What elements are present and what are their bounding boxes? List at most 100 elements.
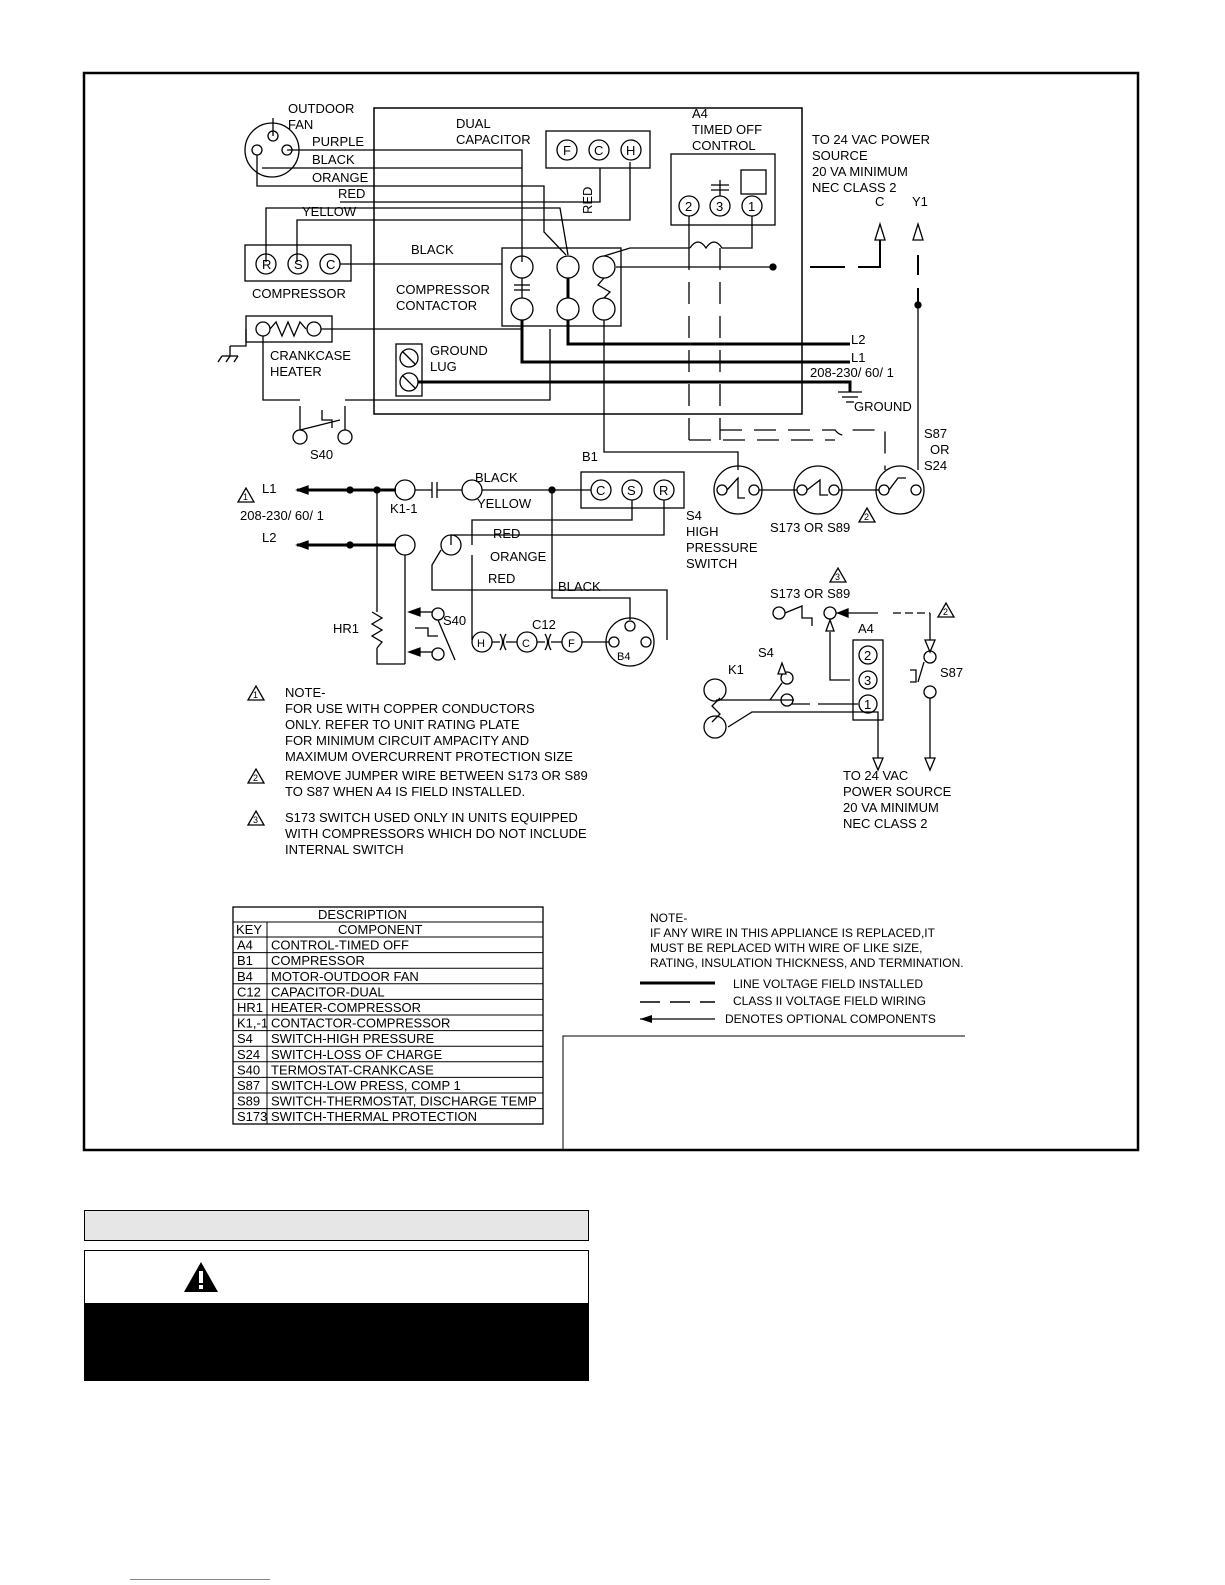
- s173-s89-label-bottom: S173 OR S89: [770, 586, 850, 601]
- dual-capacitor: [545, 130, 651, 169]
- svg-text:COMPONENT: COMPONENT: [338, 922, 423, 937]
- crankcase-heater: [245, 315, 333, 343]
- svg-text:1: 1: [243, 492, 248, 502]
- compressor-contactor: [501, 247, 622, 327]
- svg-text:RED: RED: [488, 571, 515, 586]
- s40-label-bottom: S40: [443, 613, 466, 628]
- diagram-frame: [82, 71, 1140, 1152]
- table-key-cell: C12: [237, 984, 261, 999]
- svg-text:L2: L2: [851, 332, 865, 347]
- table-key-cell: B4: [237, 969, 253, 984]
- svg-text:Y1: Y1: [912, 194, 928, 209]
- black-label: BLACK: [312, 152, 355, 167]
- purple-label: PURPLE: [312, 134, 364, 149]
- svg-text:2: 2: [864, 512, 869, 522]
- svg-text:F: F: [563, 143, 571, 158]
- svg-text:C: C: [326, 257, 335, 272]
- svg-text:BLACK: BLACK: [558, 579, 601, 594]
- footer-link-line: [130, 1579, 270, 1580]
- svg-text:S: S: [627, 483, 636, 498]
- svg-text:C: C: [875, 194, 884, 209]
- svg-text:2: 2: [943, 607, 948, 617]
- svg-text:R: R: [262, 257, 271, 272]
- table-component-cell: MOTOR-OUTDOOR FAN: [271, 969, 419, 984]
- warning-header: [85, 1251, 588, 1304]
- s4-label-small: S4: [758, 645, 774, 660]
- svg-text:1: 1: [864, 697, 871, 712]
- svg-text:H: H: [477, 638, 485, 650]
- svg-text:2: 2: [685, 199, 692, 214]
- table-key-cell: S89: [237, 1094, 260, 1109]
- table-component-cell: SWITCH-THERMAL PROTECTION: [271, 1109, 477, 1124]
- red-vertical-label: RED: [580, 187, 595, 214]
- table-key-cell: S40: [237, 1062, 260, 1077]
- voltage-label-bottom: 208-230/ 60/ 1: [240, 508, 324, 523]
- k1-label: K1: [728, 662, 744, 677]
- yellow-label: YELLOW: [302, 204, 357, 219]
- svg-text:2: 2: [253, 773, 258, 783]
- svg-text:L2: L2: [262, 530, 276, 545]
- legend-line-voltage: LINE VOLTAGE FIELD INSTALLED: [733, 977, 923, 991]
- s87-s24-switch: [875, 465, 925, 515]
- svg-text:RED: RED: [493, 526, 520, 541]
- svg-text:1: 1: [253, 690, 258, 700]
- table-key-cell: B1: [237, 953, 253, 968]
- svg-text:F: F: [568, 638, 575, 650]
- hr1-label: HR1: [333, 621, 359, 636]
- table-key-cell: A4: [237, 938, 253, 953]
- compressor-terminal-block: [244, 244, 352, 282]
- k1-1-label: K1-1: [390, 501, 417, 516]
- svg-text:L1: L1: [851, 350, 865, 365]
- table-key-cell: S173: [237, 1109, 267, 1124]
- table-component-cell: CAPACITOR-DUAL: [271, 984, 385, 999]
- s87-label: S87: [940, 665, 963, 680]
- s40-label-top: S40: [310, 447, 333, 462]
- svg-text:R: R: [659, 483, 668, 498]
- compressor-label: COMPRESSOR: [252, 286, 346, 301]
- c12-label: C12: [532, 617, 556, 632]
- svg-text:3: 3: [864, 673, 871, 688]
- svg-text:2: 2: [864, 648, 871, 663]
- svg-text:ORANGE: ORANGE: [490, 549, 547, 564]
- orange-label: ORANGE: [312, 170, 369, 185]
- table-component-cell: CONTACTOR-COMPRESSOR: [271, 1016, 450, 1031]
- table-key-cell: S24: [237, 1047, 260, 1062]
- legend-optional: DENOTES OPTIONAL COMPONENTS: [725, 1012, 936, 1026]
- red-label: RED: [338, 186, 365, 201]
- svg-text:DESCRIPTION: DESCRIPTION: [318, 907, 407, 922]
- b1-label: B1: [582, 449, 598, 464]
- s40-thermostat: [292, 429, 308, 445]
- svg-text:3: 3: [835, 572, 840, 582]
- svg-text:BLACK: BLACK: [475, 470, 518, 485]
- svg-text:H: H: [626, 143, 635, 158]
- s173-s89-switch: [793, 465, 843, 515]
- table-key-cell: HR1: [237, 1000, 263, 1015]
- warning-box: [84, 1250, 589, 1381]
- table-component-cell: SWITCH-THERMOSTAT, DISCHARGE TEMP: [271, 1094, 537, 1109]
- a4-terminal-block: [852, 639, 884, 721]
- svg-text:S: S: [294, 257, 303, 272]
- a4-timed-off-control: [670, 153, 776, 226]
- table-component-cell: SWITCH-HIGH PRESSURE: [271, 1031, 435, 1046]
- table-component-cell: HEATER-COMPRESSOR: [271, 1000, 421, 1015]
- table-component-cell: COMPRESSOR: [271, 953, 365, 968]
- warning-body: [85, 1304, 588, 1380]
- table-component-cell: TERMOSTAT-CRANKCASE: [271, 1062, 434, 1077]
- table-component-cell: SWITCH-LOW PRESS, COMP 1: [271, 1078, 461, 1093]
- svg-text:C: C: [596, 483, 605, 498]
- table-key-cell: S4: [237, 1031, 253, 1046]
- note-right: NOTE-IF ANY WIRE IN THIS APPLIANCE IS RE…: [650, 911, 964, 970]
- s173-s89-label-top: S173 OR S89: [770, 520, 850, 535]
